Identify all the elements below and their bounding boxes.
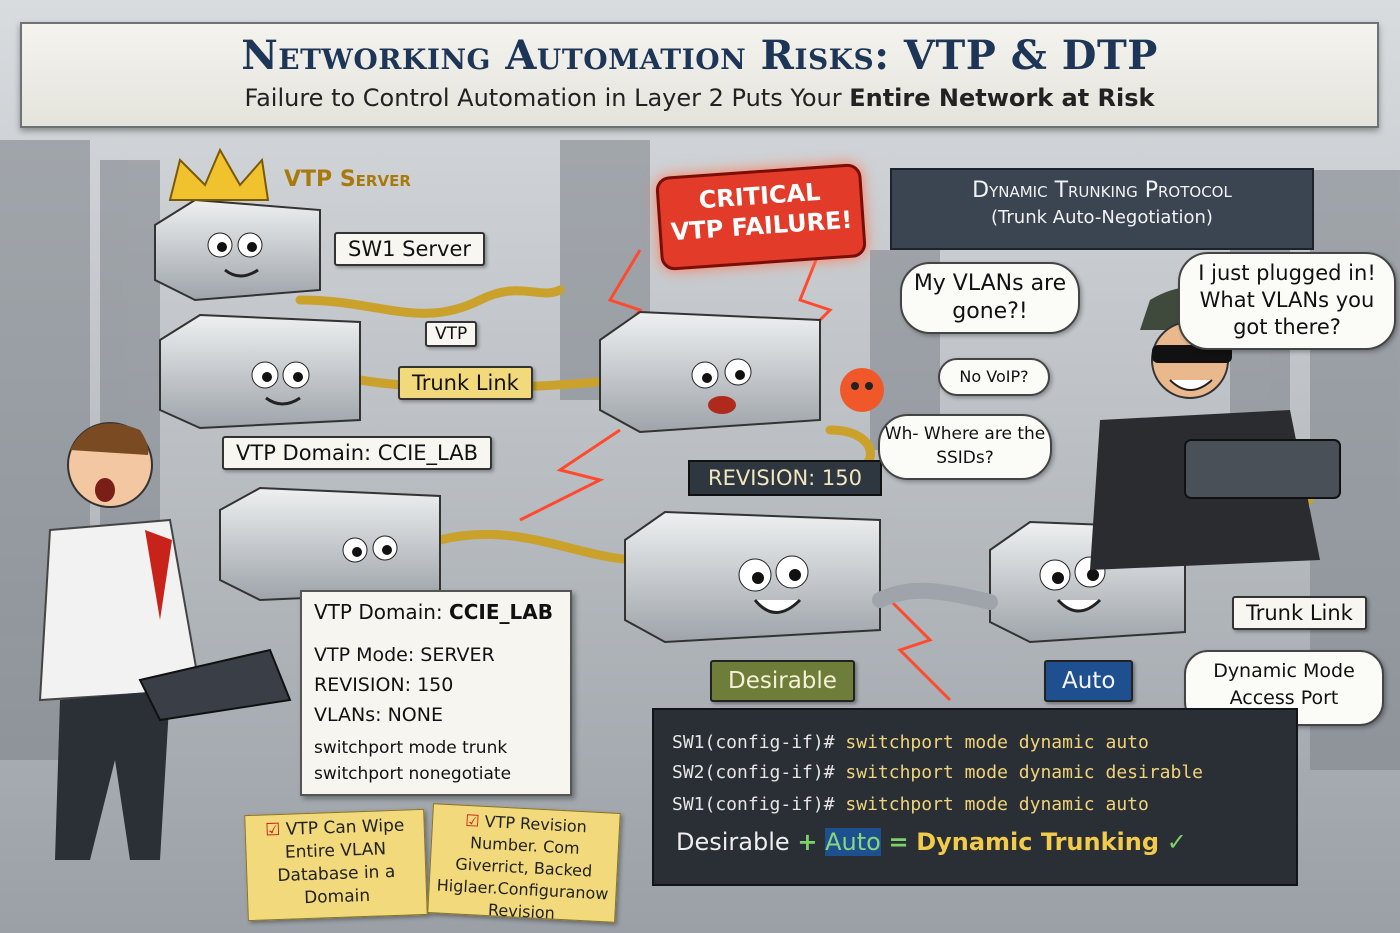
cli-prompt: SW1(config-if)# <box>672 794 846 815</box>
info-revision: REVISION: 150 <box>314 674 454 696</box>
sticky-note-left: ☑ VTP Can Wipe Entire VLAN Database in a… <box>244 808 428 922</box>
bubble-vlans-gone: My VLANs are gone?! <box>900 262 1080 334</box>
trunking-equation: Desirable + Auto = Dynamic Trunking ✓ <box>676 828 1187 856</box>
bubble-no-voip: No VoIP? <box>938 358 1050 396</box>
laptop <box>138 648 292 722</box>
switch-desirable <box>624 510 881 644</box>
switch-sw3 <box>219 486 441 602</box>
trunk-link-right-label: Trunk Link <box>1232 596 1367 630</box>
vtp-server-label: VTP Server <box>284 167 411 192</box>
eq-plus: + <box>797 828 818 856</box>
check-icon: ☑ <box>464 810 481 831</box>
vtp-tag: VTP <box>425 321 478 347</box>
cli-line: SW2(config-if)# switchport mode dynamic … <box>672 762 1203 783</box>
cli-line: SW1(config-if)# switchport mode dynamic … <box>672 794 1149 815</box>
subtitle-text: Failure to Control Automation in Layer 2… <box>244 84 850 112</box>
info-cmd2: switchport nonegotiate <box>314 764 512 784</box>
cli-line: SW1(config-if)# switchport mode dynamic … <box>672 732 1149 753</box>
trunk-link-left-label: Trunk Link <box>398 366 533 400</box>
eq-result: Dynamic Trunking <box>916 828 1160 856</box>
crown-icon <box>168 147 270 201</box>
info-mode: VTP Mode: SERVER <box>314 644 495 666</box>
cli-command: switchport mode dynamic auto <box>845 732 1149 753</box>
switch-sw1 <box>154 147 321 302</box>
revision-label: REVISION: 150 <box>688 460 883 496</box>
dtp-title-box: Dynamic Trunking Protocol (Trunk Auto-Ne… <box>890 168 1314 250</box>
bubble-where-ssids: Wh- Where are the SSIDs? <box>878 414 1052 480</box>
cli-command: switchport mode dynamic auto <box>845 794 1149 815</box>
bubble-plugged-in: I just plugged in! What VLANs you got th… <box>1178 252 1396 350</box>
subtitle-emphasis: Entire Network at Risk <box>849 84 1155 112</box>
info-cmd1: switchport mode trunk <box>314 738 508 758</box>
note-right-text: VTP Revision Number. Com Giverrict, Back… <box>436 811 609 923</box>
switch-sw2 <box>159 313 361 430</box>
info-domain-value: CCIE_LAB <box>449 600 553 624</box>
critical-failure-badge: CRITICAL VTP FAILURE! <box>654 162 868 272</box>
engineer-character <box>38 422 292 860</box>
info-vlans: VLANs: NONE <box>314 704 443 726</box>
cli-prompt: SW2(config-if)# <box>672 762 846 783</box>
sticky-note-right: ☑ VTP Revision Number. Com Giverrict, Ba… <box>427 803 621 923</box>
dtp-title: Dynamic Trunking Protocol <box>972 178 1232 203</box>
cli-prompt: SW1(config-if)# <box>672 732 846 753</box>
eq-desirable: Desirable <box>676 828 790 856</box>
checkmark-icon: ✓ <box>1166 828 1187 856</box>
vtp-domain-top-label: VTP Domain: CCIE_LAB <box>222 436 493 470</box>
cli-terminal: SW1(config-if)# switchport mode dynamic … <box>652 708 1298 886</box>
check-icon: ☑ <box>264 819 281 841</box>
auto-badge: Auto <box>1044 660 1134 702</box>
skull-fire-icon <box>840 368 884 412</box>
desirable-badge: Desirable <box>710 660 855 702</box>
info-domain-key: VTP Domain: <box>314 600 443 624</box>
eq-auto: Auto <box>825 828 881 856</box>
switch-failed <box>599 310 821 434</box>
page-title: Networking Automation Risks: VTP & DTP <box>241 32 1158 79</box>
vtp-info-card: VTP Domain: CCIE_LAB VTP Mode: SERVER RE… <box>300 590 572 796</box>
cli-command: switchport mode dynamic desirable <box>845 762 1204 783</box>
page-subtitle: Failure to Control Automation in Layer 2… <box>22 84 1377 112</box>
rogue-switch <box>1184 439 1341 499</box>
note-left-text: VTP Can Wipe Entire VLAN Database in a D… <box>277 815 405 909</box>
header-banner: Networking Automation Risks: VTP & DTP F… <box>20 22 1379 128</box>
info-domain: VTP Domain: CCIE_LAB <box>314 600 553 624</box>
sw1-server-label: SW1 Server <box>334 232 485 266</box>
dtp-subtitle: (Trunk Auto-Negotiation) <box>991 207 1213 228</box>
hacker-character <box>1090 287 1341 570</box>
eq-equals: = <box>888 828 909 856</box>
handshake <box>872 582 998 610</box>
